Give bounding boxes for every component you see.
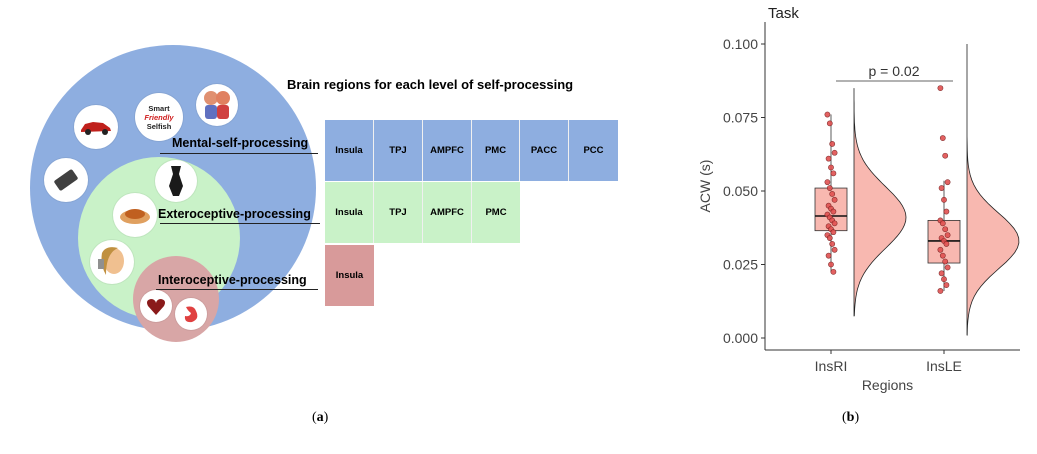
y-tick-label: 0.025 — [723, 257, 758, 273]
y-tick-label: 0.000 — [723, 330, 758, 346]
data-point — [830, 170, 837, 177]
data-point — [824, 111, 831, 118]
data-point — [830, 229, 837, 236]
phone-icon — [44, 158, 88, 202]
data-point — [825, 252, 832, 259]
data-point — [943, 282, 950, 288]
data-point — [942, 226, 949, 233]
violin-InsLE — [966, 44, 1020, 336]
region-cell: PMC — [472, 182, 520, 243]
data-point — [943, 208, 950, 215]
data-point — [829, 241, 836, 247]
data-point — [939, 220, 946, 227]
region-cell: PACC — [520, 120, 569, 181]
trait-smart: Smart — [148, 103, 170, 113]
data-point — [937, 288, 944, 294]
data-point — [939, 252, 946, 259]
data-point — [942, 258, 949, 265]
data-point — [829, 141, 836, 147]
swimsuit-icon — [155, 160, 197, 202]
caption-a: (a) — [312, 410, 328, 426]
food-icon — [113, 193, 157, 237]
y-tick-label: 0.050 — [723, 183, 758, 199]
data-point — [831, 220, 838, 227]
face-icon — [90, 240, 134, 284]
data-point — [826, 235, 833, 241]
caption-b-letter: b — [846, 410, 855, 425]
data-point — [829, 191, 836, 197]
y-tick-label: 0.100 — [723, 36, 758, 52]
x-tick-label: InsLE — [926, 358, 962, 374]
data-point — [943, 241, 950, 247]
region-cell: AMPFC — [423, 120, 472, 181]
caption-b-open: ( — [842, 410, 847, 425]
data-point — [831, 196, 838, 203]
exteroceptive-label: Exteroceptive-processing — [158, 207, 311, 221]
trait-friendly: Friendly — [144, 112, 174, 122]
caption-a-letter: a — [316, 410, 324, 425]
trait-selfish: Selfish — [146, 121, 172, 131]
region-cell: AMPFC — [423, 182, 472, 243]
interoceptive-label: Interoceptive-processing — [158, 273, 307, 287]
y-axis-label: ACW (s) — [697, 160, 713, 213]
people-icon — [196, 84, 238, 126]
data-point — [944, 179, 951, 186]
heart-icon — [140, 290, 172, 322]
caption-b-close: ) — [854, 410, 860, 425]
trait-words-icon: Smart Friendly Selfish — [135, 93, 183, 141]
data-point — [826, 185, 833, 191]
data-point — [941, 196, 947, 203]
x-tick-label: InsRI — [815, 358, 848, 374]
panel-a-title: Brain regions for each level of self-pro… — [287, 77, 574, 92]
data-point — [831, 149, 838, 156]
region-cell: PMC — [472, 120, 520, 181]
mental-self-label: Mental-self-processing — [172, 136, 309, 150]
region-cell: TPJ — [374, 120, 423, 181]
data-point — [942, 152, 949, 159]
exteroceptive-row: Insula TPJ AMPFC PMC — [325, 182, 520, 243]
data-point — [830, 208, 837, 215]
data-point — [825, 155, 832, 162]
region-cell: Insula — [325, 182, 374, 243]
violin-InsRI — [853, 88, 907, 317]
caption-a-close: ) — [323, 410, 329, 425]
chart-title: Task — [768, 5, 799, 22]
region-cell: Insula — [325, 245, 374, 306]
data-point — [937, 85, 944, 91]
data-point — [828, 164, 834, 171]
data-point — [937, 246, 944, 253]
data-point — [944, 232, 951, 238]
interoceptive-row: Insula — [325, 245, 374, 306]
p-value-label: p = 0.02 — [869, 63, 920, 79]
region-cell: TPJ — [374, 182, 423, 243]
data-point — [944, 264, 951, 271]
data-point — [938, 185, 945, 191]
data-point — [824, 179, 831, 186]
mental-self-underline — [160, 153, 318, 154]
data-point — [939, 135, 946, 141]
interoceptive-underline — [156, 289, 318, 290]
region-cell: PCC — [569, 120, 618, 181]
mental-self-row: Insula TPJ AMPFC PMC PACC PCC — [325, 120, 618, 181]
region-cell: Insula — [325, 120, 374, 181]
data-point — [831, 246, 838, 253]
stomach-icon — [175, 298, 207, 330]
caption-a-open: ( — [312, 410, 317, 425]
data-point — [830, 268, 837, 275]
y-tick-label: 0.075 — [723, 110, 758, 126]
data-point — [938, 270, 945, 277]
data-point — [826, 120, 833, 127]
car-icon — [74, 105, 118, 149]
caption-b: (b) — [842, 410, 859, 426]
data-point — [941, 276, 947, 283]
exteroceptive-underline — [160, 223, 320, 224]
data-point — [828, 261, 834, 268]
x-axis-label: Regions — [862, 377, 913, 393]
